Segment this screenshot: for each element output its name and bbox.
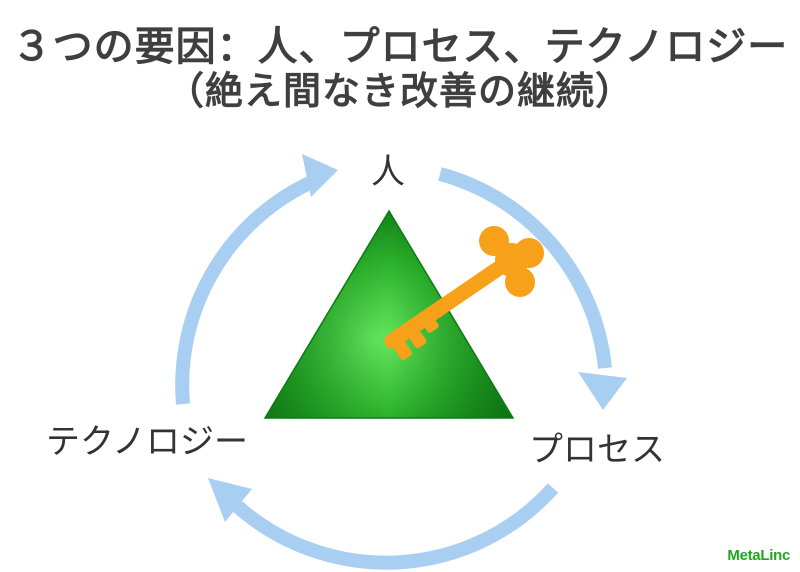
page-title: ３つの要因：人、プロセス、テクノロジー — [11, 24, 789, 70]
node-process: プロセス — [529, 430, 665, 470]
pyramid-icon — [263, 209, 515, 419]
brand-logo: MetaLinc — [727, 547, 790, 564]
arrow-people-to-process — [438, 167, 627, 410]
arrow-technology-to-people — [175, 154, 338, 405]
node-technology: テクノロジー — [46, 422, 248, 462]
node-people: 人 — [371, 152, 405, 192]
page-subtitle: （絶え間なき改善の継続） — [165, 69, 634, 113]
key-icon — [384, 226, 544, 360]
arrow-process-to-technology — [208, 478, 559, 570]
